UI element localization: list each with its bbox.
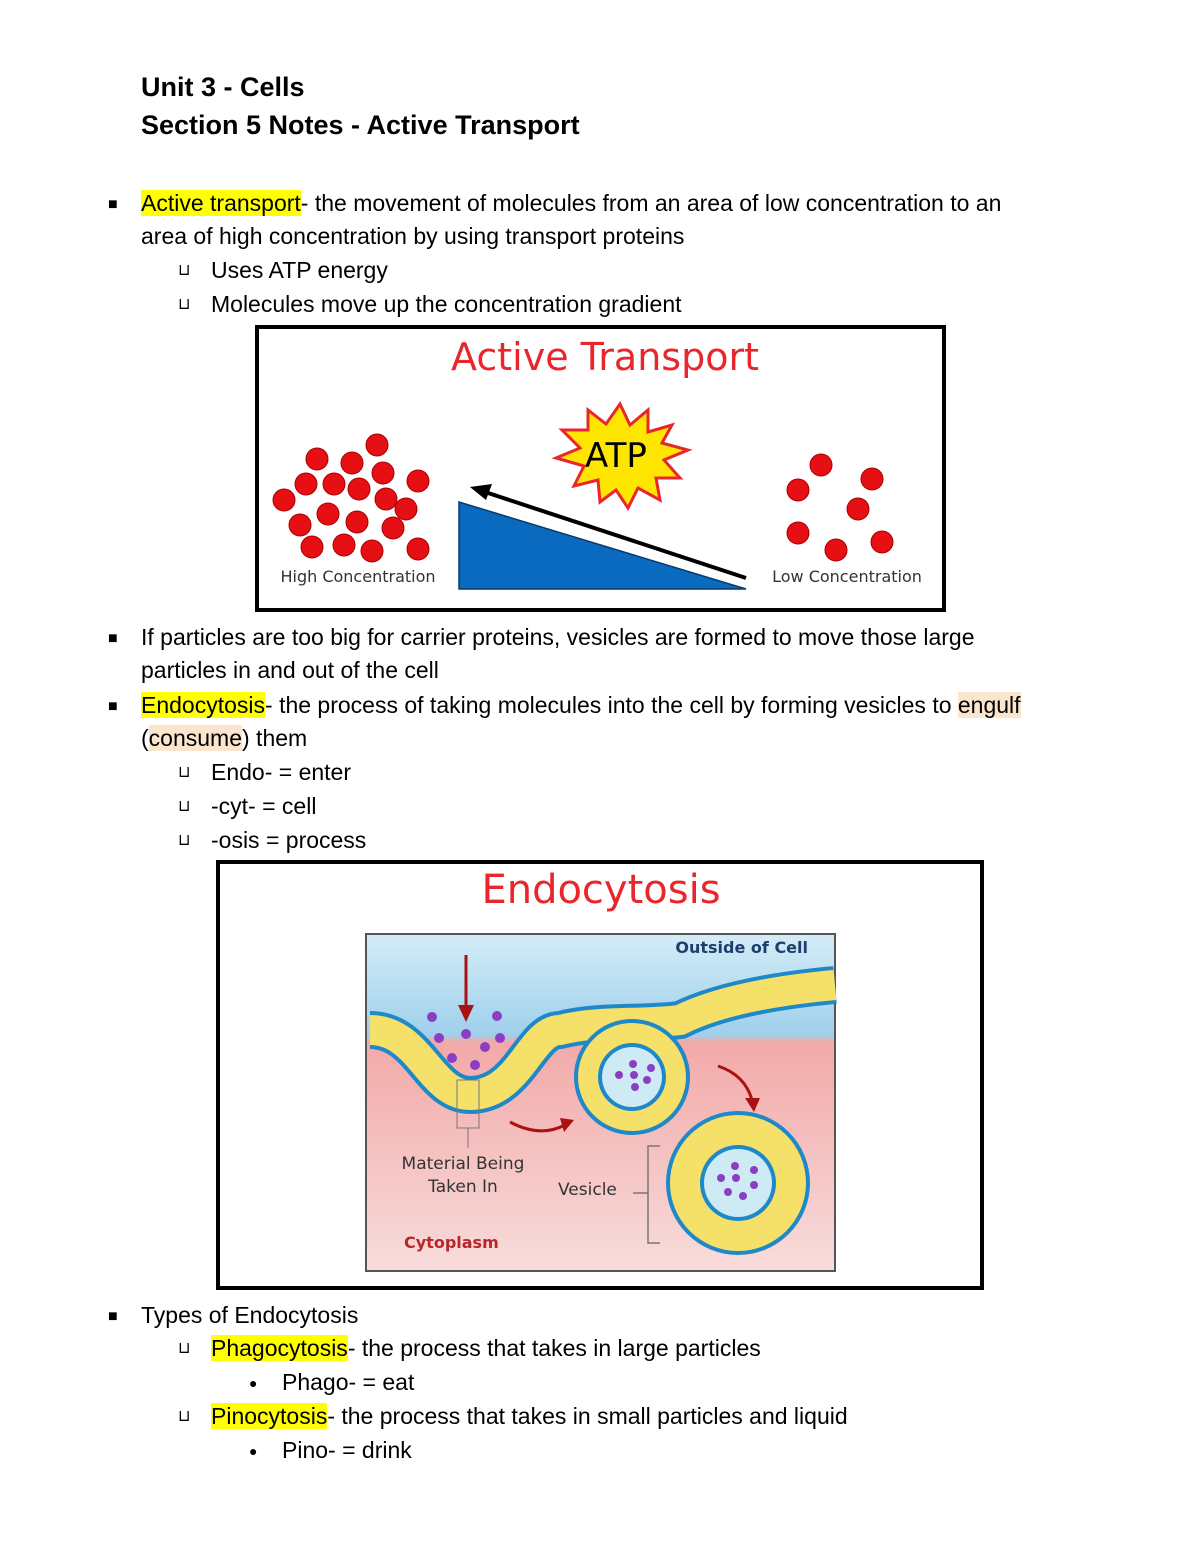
definition-text: - the movement of molecules from an area…: [300, 190, 1002, 216]
bullet-box: ⊔: [178, 832, 191, 849]
paren: (: [141, 725, 149, 751]
bullet-box: ⊔: [178, 798, 191, 815]
term-consume: consume: [148, 725, 242, 751]
sub-sub-bullet: Phago- = eat: [282, 1369, 415, 1395]
low-concentration-dots: [786, 453, 894, 562]
active-transport-figure: Active Transport High Concentration ATP …: [255, 325, 946, 612]
term-engulf: engulf: [957, 692, 1021, 718]
term-active-transport: Active transport: [141, 190, 301, 216]
arrow-head-icon: [470, 484, 492, 500]
active-transport-definition: Active transport- the movement of molecu…: [141, 188, 1001, 218]
arrow-head-icon: [560, 1118, 574, 1132]
endocytosis-figure: Endocytosis Outside of Cell Material Bei…: [216, 860, 984, 1290]
sub-sub-bullet: Pino- = drink: [282, 1437, 412, 1463]
vesicle-bracket: [633, 1145, 660, 1244]
bullet-square: ■: [108, 1308, 118, 1325]
gradient-triangle: [458, 500, 747, 590]
bullet-square: ■: [108, 196, 118, 213]
term-phagocytosis: Phagocytosis: [211, 1335, 348, 1361]
arrow-curved-icon: [717, 1064, 754, 1101]
cytoplasm-label: Cytoplasm: [404, 1233, 499, 1252]
vesicle-label: Vesicle: [558, 1180, 617, 1200]
bullet-square: ■: [108, 630, 118, 647]
material-label-1: Material Being: [402, 1154, 525, 1174]
material-particles: [427, 1011, 758, 1200]
high-concentration-label: High Concentration: [280, 567, 435, 586]
vesicle-text: If particles are too big for carrier pro…: [141, 624, 975, 650]
material-label-2: Taken In: [427, 1177, 498, 1197]
figure-title: Active Transport: [451, 335, 759, 379]
types-heading: Types of Endocytosis: [141, 1302, 359, 1328]
outside-of-cell-label: Outside of Cell: [675, 938, 808, 957]
bullet-box: ⊔: [178, 296, 191, 313]
sub-bullet: -cyt- = cell: [211, 793, 317, 819]
definition-text: ) them: [242, 725, 308, 751]
endocytosis-definition-cont: (consume) them: [141, 723, 307, 753]
bullet-box: ⊔: [178, 262, 191, 279]
atp-label: ATP: [585, 436, 647, 476]
definition-text: - the process of taking molecules into t…: [265, 692, 958, 718]
phagocytosis-definition: Phagocytosis- the process that takes in …: [211, 1333, 761, 1363]
bullet-box: ⊔: [178, 1340, 191, 1357]
definition-text: - the process that takes in small partic…: [327, 1403, 848, 1429]
arrow-line: [484, 490, 747, 580]
bullet-box: ⊔: [178, 764, 191, 781]
term-endocytosis: Endocytosis: [141, 692, 266, 718]
sub-bullet: Uses ATP energy: [211, 257, 388, 283]
arrow-curved-icon: [509, 1120, 566, 1133]
vesicle-text-cont: particles in and out of the cell: [141, 657, 439, 683]
membrane-lipids: [368, 970, 837, 1111]
bullet-box: ⊔: [178, 1408, 191, 1425]
bullet-dot: ●: [249, 1443, 258, 1459]
high-concentration-dots: [272, 433, 430, 563]
atp-starburst-icon: [551, 401, 693, 511]
doc-subtitle: Section 5 Notes - Active Transport: [141, 110, 580, 140]
bullet-dot: ●: [249, 1375, 258, 1391]
term-pinocytosis: Pinocytosis: [211, 1403, 328, 1429]
sub-bullet: Endo- = enter: [211, 759, 352, 785]
sub-bullet: -osis = process: [211, 827, 367, 853]
figure-title: Endocytosis: [481, 867, 720, 913]
low-concentration-label: Low Concentration: [772, 567, 922, 586]
sub-bullet: Molecules move up the concentration grad…: [211, 291, 682, 317]
pinocytosis-definition: Pinocytosis- the process that takes in s…: [211, 1401, 848, 1431]
arrow-head-icon: [745, 1098, 760, 1112]
bullet-square: ■: [108, 698, 118, 715]
doc-title: Unit 3 - Cells: [141, 72, 305, 102]
endocytosis-definition: Endocytosis- the process of taking molec…: [141, 690, 1021, 720]
vesicle-lumen: [704, 1149, 772, 1217]
arrow-head-icon: [458, 1005, 474, 1022]
definition-text-cont: area of high concentration by using tran…: [141, 223, 685, 249]
definition-text: - the process that takes in large partic…: [347, 1335, 761, 1361]
